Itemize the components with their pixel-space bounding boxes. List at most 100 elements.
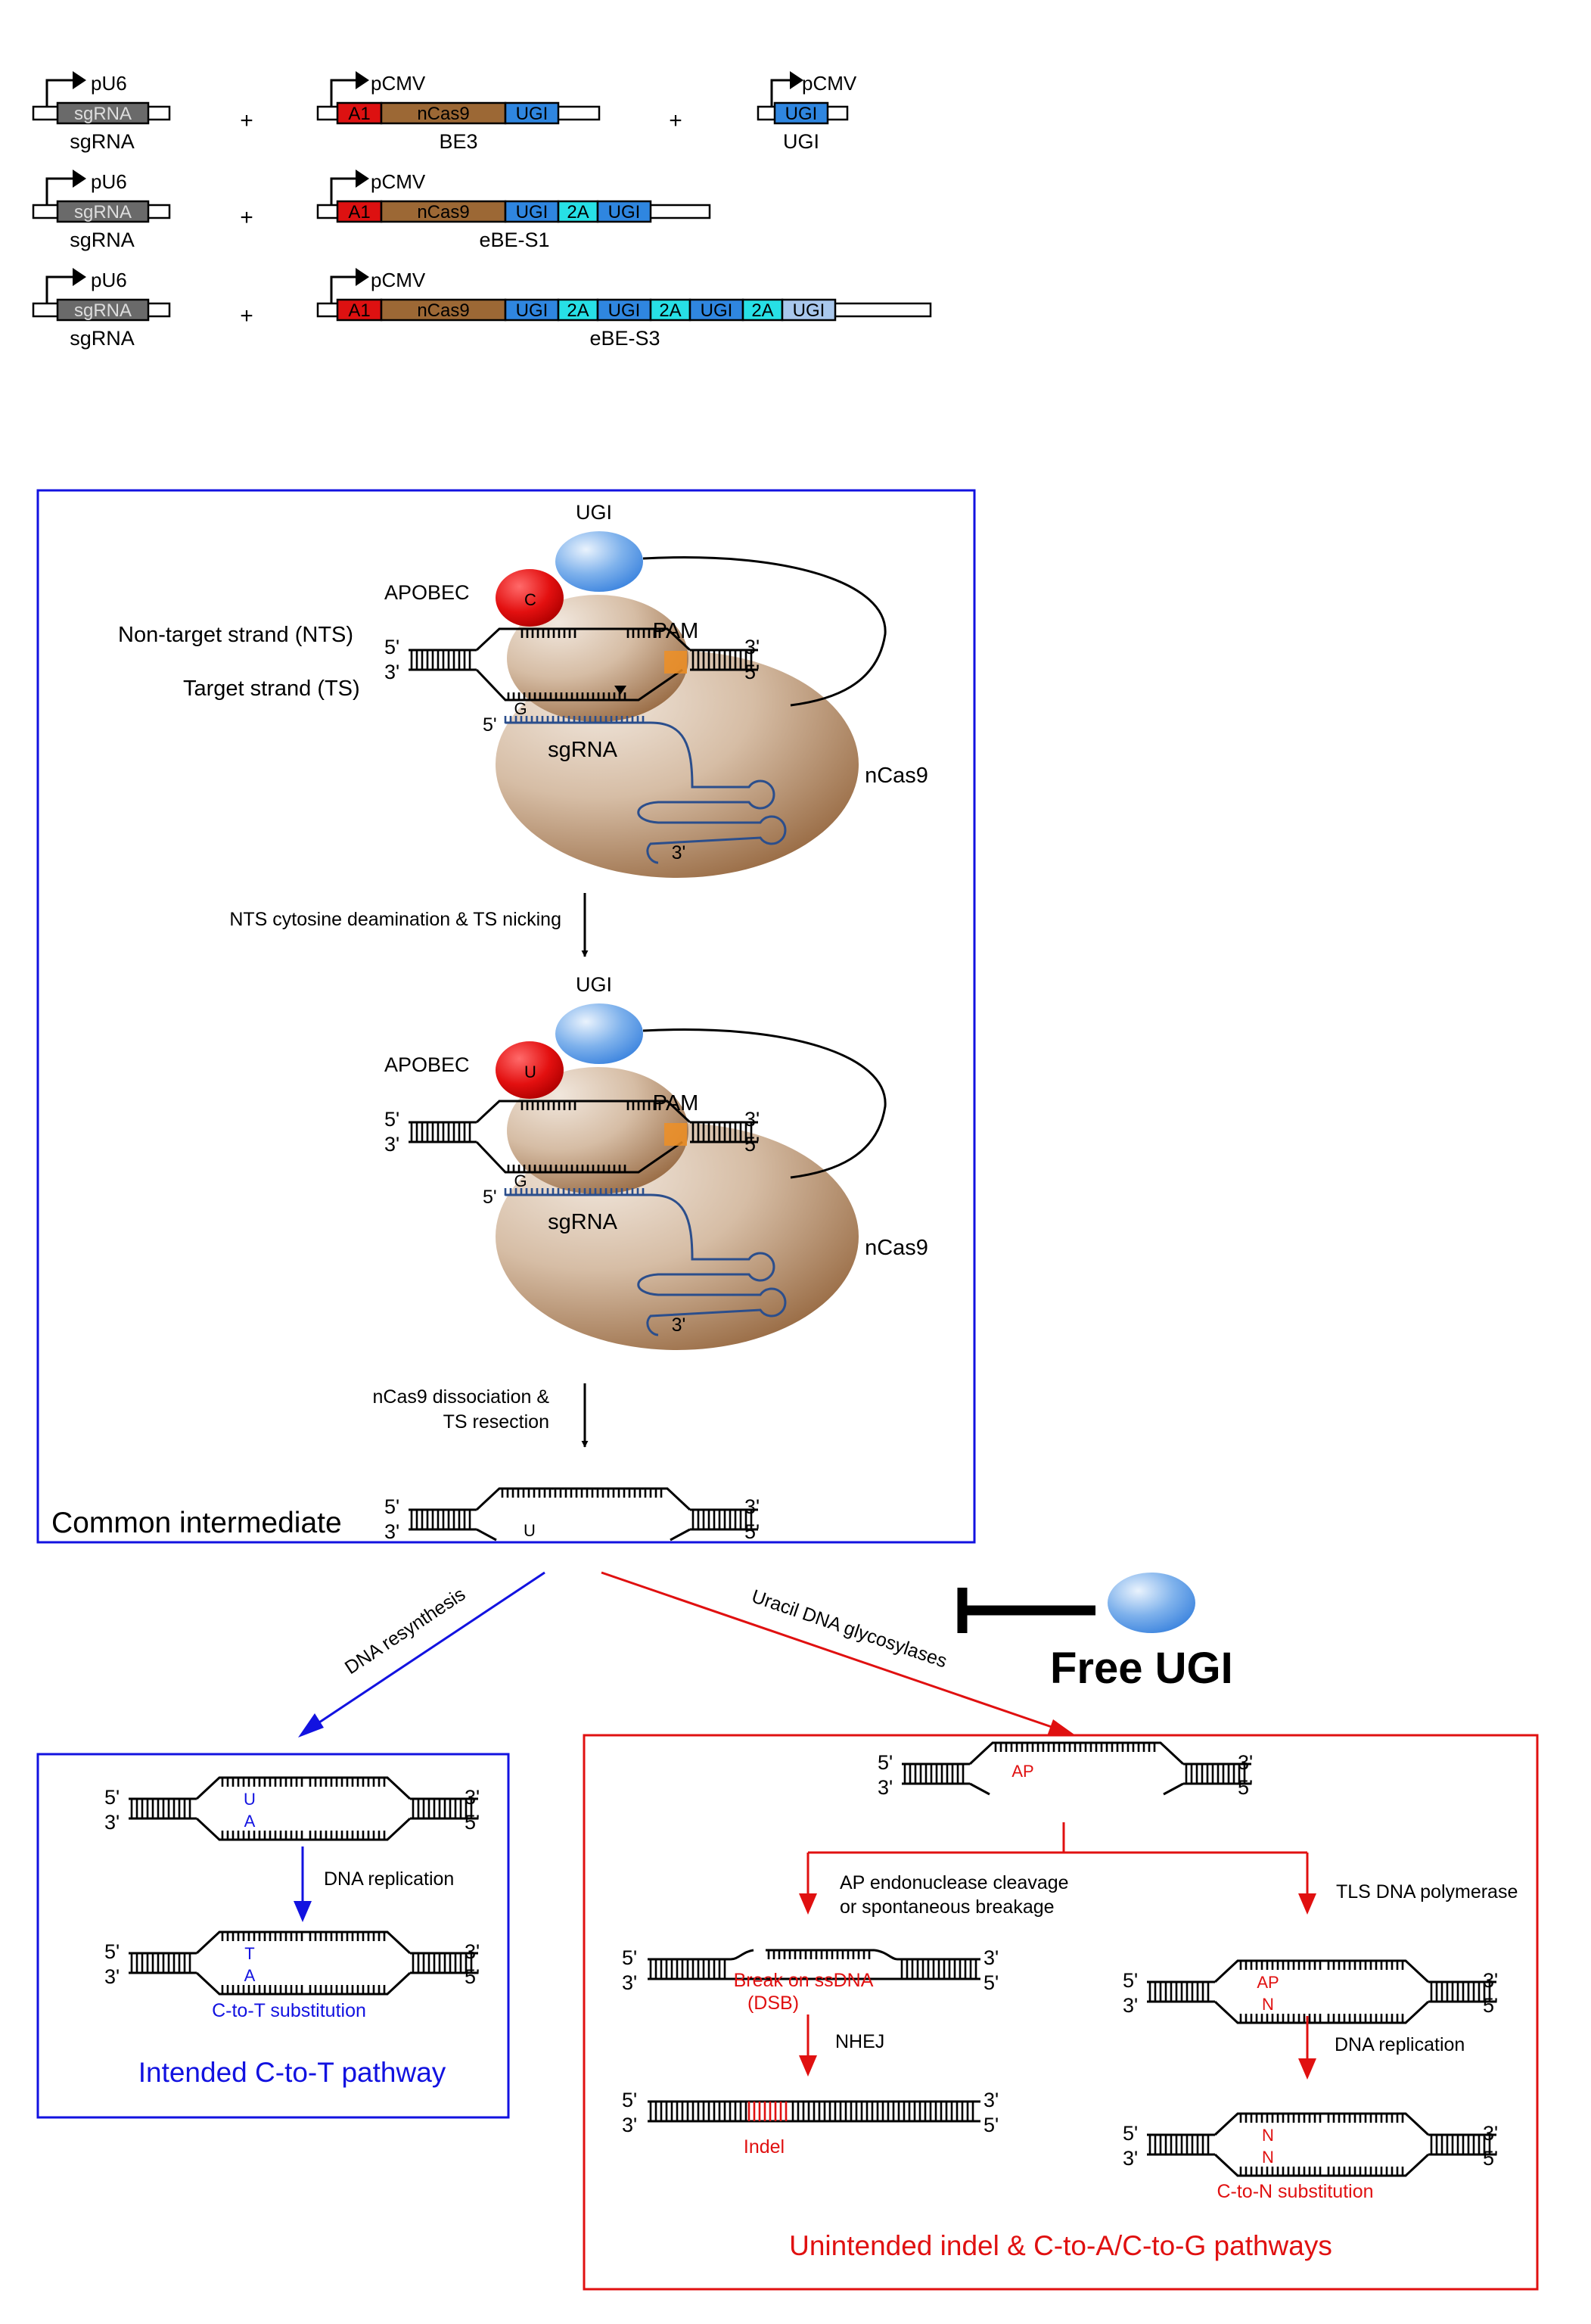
promoter-arrow-icon bbox=[330, 177, 359, 209]
plus-sign: + bbox=[669, 108, 682, 133]
branch-arrowhead-icon bbox=[298, 1713, 324, 1738]
strand-end-label: 3' bbox=[622, 2114, 637, 2136]
step-label: DNA replication bbox=[324, 1868, 454, 1890]
segment-box bbox=[504, 200, 560, 223]
strand-end-label: 3' bbox=[1238, 1751, 1253, 1774]
dna-top-loop bbox=[968, 1741, 1185, 1766]
intended-panel bbox=[36, 1753, 510, 2119]
strand-end-label: 5' bbox=[465, 1965, 480, 1988]
promoter-label: pCMV bbox=[371, 269, 426, 291]
common-intermediate-dna: 5' 3' 3' 5' U bbox=[384, 1487, 760, 1543]
segment-box bbox=[557, 200, 599, 223]
ugi-protein bbox=[555, 1003, 643, 1064]
segment-label: nCas9 bbox=[417, 104, 469, 124]
g-base: G bbox=[514, 1171, 527, 1190]
dna-top-loop bbox=[195, 1930, 412, 1955]
unintended-title: Unintended indel & C-to-A/C-to-G pathway… bbox=[789, 2230, 1332, 2261]
strand-end-label: 3' bbox=[983, 2089, 999, 2111]
strand-end-label: 5' bbox=[1483, 2147, 1498, 2170]
base-pair-ticks bbox=[649, 2102, 747, 2121]
construct-name: eBE-S3 bbox=[589, 327, 660, 350]
segment-label: UGI bbox=[608, 300, 641, 321]
base-pair-ticks bbox=[649, 1959, 726, 1979]
segment-label: A1 bbox=[348, 202, 370, 222]
promoter-label: pU6 bbox=[91, 72, 127, 95]
base-pair-ticks bbox=[309, 1778, 386, 1787]
rna-3prime-label: 3' bbox=[672, 842, 686, 863]
base-pair-ticks bbox=[1148, 2135, 1210, 2154]
pam-site bbox=[664, 651, 687, 674]
base-pair-ticks bbox=[1185, 1764, 1246, 1784]
branch-arrowhead-icon bbox=[1047, 1719, 1074, 1736]
strand-end-label: 3' bbox=[104, 1811, 120, 1834]
promoter-arrow-icon bbox=[45, 79, 76, 110]
top-base: T bbox=[244, 1944, 254, 1963]
segment-label: UGI bbox=[701, 300, 733, 321]
promoter-arrowhead-icon bbox=[73, 71, 86, 89]
break-label: Break on ssDNA bbox=[734, 1970, 874, 1991]
construct-name: BE3 bbox=[439, 130, 477, 153]
strand-end-label: 5' bbox=[744, 1520, 760, 1543]
ncas9-label: nCas9 bbox=[865, 1236, 928, 1260]
promoter-arrow-icon bbox=[330, 79, 359, 110]
result-label: C-to-T substitution bbox=[212, 2000, 366, 2021]
strand-end-label: 3' bbox=[1483, 1969, 1498, 1992]
step-arrowhead-icon bbox=[1298, 2058, 1316, 2080]
segment-label: 2A bbox=[567, 202, 589, 222]
strand-end-label: 5' bbox=[744, 1133, 760, 1156]
base-pair-ticks bbox=[1327, 2114, 1404, 2123]
rna-3prime-label: 3' bbox=[672, 1314, 686, 1336]
base-pair-ticks bbox=[507, 692, 626, 700]
strand-end-label: 3' bbox=[465, 1786, 480, 1809]
dna-top-loop bbox=[475, 1100, 691, 1124]
plus-sign: + bbox=[240, 108, 253, 133]
base-pair-ticks bbox=[309, 1831, 386, 1840]
strand-end-label: 3' bbox=[1123, 1994, 1138, 2017]
pam-site bbox=[664, 1123, 687, 1146]
step-arrowhead-icon bbox=[799, 2055, 817, 2077]
promoter-arrowhead-icon bbox=[73, 170, 86, 188]
segment-box bbox=[557, 298, 599, 322]
base-pair-ticks bbox=[130, 1953, 191, 1973]
segment-label: nCas9 bbox=[417, 300, 469, 321]
sgrna-box bbox=[56, 200, 150, 223]
target-base: C bbox=[524, 590, 536, 609]
segment-box bbox=[336, 101, 383, 125]
base-pair-ticks bbox=[626, 1101, 661, 1110]
base-pair-ticks bbox=[1430, 2135, 1491, 2154]
strand-end-label: 3' bbox=[744, 1495, 760, 1518]
step-label: or spontaneous breakage bbox=[840, 1896, 1055, 1918]
construct-name: eBE-S1 bbox=[479, 229, 549, 251]
c-to-n-dna: 5' 3' 3' 5' N N bbox=[1123, 2112, 1498, 2177]
base-pair-ticks bbox=[1148, 1982, 1210, 2002]
sgrna-box-label: sgRNA bbox=[74, 202, 132, 222]
promoter-label: pU6 bbox=[91, 269, 127, 291]
intended-top-dna: 5' 3' 3' 5' U A bbox=[104, 1776, 480, 1841]
strand-end-label: 5' bbox=[384, 1495, 399, 1518]
base-pair-ticks bbox=[994, 1743, 1156, 1752]
ap-split-arrows bbox=[799, 1822, 1316, 1915]
strand-end-label: 5' bbox=[1238, 1776, 1253, 1799]
bottom-base: A bbox=[244, 1966, 256, 1985]
dna-top-loop bbox=[1213, 1959, 1430, 1983]
apobec-protein bbox=[496, 1041, 564, 1099]
bottom-base: N bbox=[1262, 1995, 1274, 2014]
strand-end-label: 5' bbox=[1483, 1994, 1498, 2017]
segment-label: UGI bbox=[608, 202, 641, 222]
base-pair-ticks bbox=[412, 1799, 473, 1818]
bottom-base: A bbox=[244, 1812, 256, 1831]
base-pair-ticks bbox=[691, 1122, 753, 1142]
base-pair-ticks bbox=[221, 1932, 303, 1941]
promoter-arrowhead-icon bbox=[356, 268, 369, 286]
ugi-protein bbox=[555, 531, 643, 592]
strand-end-label: 5' bbox=[104, 1940, 120, 1963]
promoter-arrow-icon bbox=[45, 275, 76, 307]
sgrna-strand bbox=[505, 1193, 787, 1336]
pam-label: PAM bbox=[653, 619, 699, 643]
strand-end-label: 3' bbox=[983, 1946, 999, 1969]
base-pair-ticks bbox=[767, 1950, 871, 1959]
